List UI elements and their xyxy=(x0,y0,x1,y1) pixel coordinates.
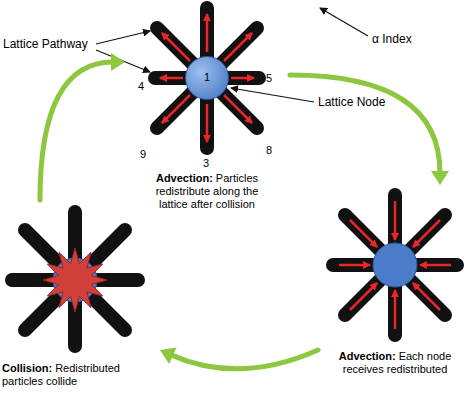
leader-line xyxy=(96,31,150,44)
red-arrow xyxy=(231,77,254,80)
stage-group: Advection: Each node receives redistribu… xyxy=(318,185,472,380)
stage-caption: Advection: Particles redistribute along … xyxy=(142,172,272,211)
callout-number: 3 xyxy=(203,157,209,169)
inward-arrows xyxy=(339,201,451,329)
lattice-node: 1 xyxy=(185,56,229,100)
cycle-arrowhead xyxy=(160,347,176,363)
red-arrow xyxy=(224,33,252,61)
callout-number: 8 xyxy=(266,144,272,156)
red-arrow xyxy=(162,95,190,123)
red-arrow xyxy=(420,264,451,267)
cycle-arrowhead xyxy=(431,171,449,185)
red-arrow xyxy=(339,264,370,267)
stage-name: Advection: xyxy=(156,172,213,184)
outward-arrows xyxy=(160,14,254,142)
leader-line xyxy=(231,88,314,102)
red-arrow xyxy=(413,220,440,247)
red-arrow xyxy=(394,201,397,240)
lattice-node xyxy=(373,243,417,287)
red-arrow xyxy=(206,14,209,52)
lattice-spokes xyxy=(333,195,457,335)
cycle-arrowhead xyxy=(111,53,125,71)
cycle-arrow xyxy=(290,75,440,173)
stage-group: Collision: Redistributed particles colli… xyxy=(0,200,160,392)
leader-line xyxy=(320,8,368,36)
lattice-spokes xyxy=(12,212,138,346)
collision-burst xyxy=(43,248,107,312)
stage-group: Advection: Particles redistribute along … xyxy=(125,0,290,215)
part-label: Lattice Node xyxy=(318,96,385,109)
red-arrow xyxy=(206,104,209,142)
red-arrow xyxy=(350,283,377,310)
stage-caption: Advection: Each node receives redistribu… xyxy=(330,350,460,376)
red-arrow xyxy=(413,283,440,310)
stage-name: Advection: xyxy=(339,350,396,362)
stage-caption: Collision: Redistributed particles colli… xyxy=(2,362,134,388)
callout-number: 5 xyxy=(266,72,272,84)
red-arrow xyxy=(224,95,252,123)
red-arrow xyxy=(160,77,183,80)
red-arrow xyxy=(162,33,190,61)
callout-number: 9 xyxy=(140,148,146,160)
stage-name: Collision: xyxy=(2,362,52,374)
cycle-arrow xyxy=(171,350,318,369)
leader-lines xyxy=(96,8,368,102)
callout-number: 4 xyxy=(138,80,144,92)
lattice-spokes xyxy=(155,8,259,148)
node-index: 1 xyxy=(204,71,210,84)
part-label: Lattice Pathway xyxy=(3,38,88,51)
red-arrow xyxy=(394,290,397,329)
red-arrow xyxy=(350,220,377,247)
part-label: α Index xyxy=(372,33,412,46)
cycle-arrow xyxy=(40,62,113,200)
